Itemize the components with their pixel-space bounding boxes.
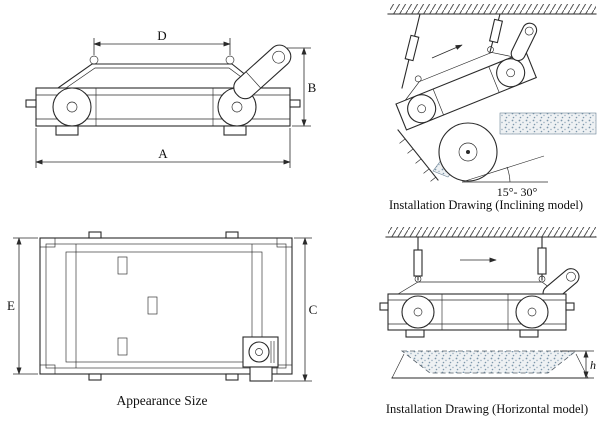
dim-label-e: E [7, 298, 15, 313]
turnbuckle [404, 34, 420, 62]
turnbuckle [413, 249, 423, 277]
conveyor-material [391, 350, 589, 379]
lifting-lug [487, 46, 494, 53]
hanger-lugs [88, 231, 239, 381]
dim-label-b: B [308, 80, 317, 95]
dimension-C: C [274, 237, 318, 382]
dimension-E: E [7, 237, 38, 375]
drive-motor [242, 336, 279, 382]
horizontal-installation-drawing: h Installation Drawing (Horizontal model… [379, 227, 597, 416]
ceiling [387, 4, 597, 15]
dimension-h: h [560, 350, 596, 379]
hanger-chains [401, 13, 504, 89]
ceiling [385, 227, 597, 238]
angle-label: 15°- 30° [497, 185, 538, 199]
belt-direction-arrow [431, 44, 463, 59]
dim-label-c: C [309, 302, 318, 317]
turnbuckle [488, 18, 504, 44]
corner-gussets [39, 237, 293, 375]
caption-horizontal-model: Installation Drawing (Horizontal model) [386, 402, 588, 416]
turnbuckle [537, 247, 547, 275]
angle-annotation: 15°- 30° [461, 155, 548, 199]
dim-label-d: D [157, 28, 166, 43]
lifting-lug [225, 55, 235, 65]
dimension-A: A [35, 128, 291, 168]
lifting-lug [538, 275, 546, 283]
caption-appearance-size: Appearance Size [116, 393, 207, 408]
tail-pulley [52, 87, 92, 127]
discharge-chute [397, 129, 439, 182]
inclined-separator [395, 22, 538, 131]
support-feet [55, 125, 247, 136]
separator-machine [379, 268, 580, 338]
plan-view-drawing: E C Appearance Size [7, 231, 318, 408]
inclining-installation-drawing: 15°- 30° Installation Drawing (Inclining… [387, 4, 597, 212]
lifting-lug [414, 275, 422, 283]
lifting-lug [89, 55, 99, 65]
hanger-rods [413, 236, 547, 281]
dimension-D: D [93, 28, 231, 55]
dimension-B: B [287, 47, 317, 127]
dim-label-a: A [158, 146, 168, 161]
side-view-drawing: D B A [25, 28, 317, 168]
conveyor-head-pulley [438, 122, 498, 182]
lifting-lug [414, 75, 422, 83]
discharge-drum [233, 44, 292, 100]
discharge-drum [510, 22, 538, 62]
magnet-blocks [117, 256, 158, 356]
dim-label-h: h [590, 358, 596, 372]
caption-inclining-model: Installation Drawing (Inclining model) [389, 198, 583, 212]
belt-outline [65, 251, 263, 363]
suspension-frame [57, 55, 263, 89]
